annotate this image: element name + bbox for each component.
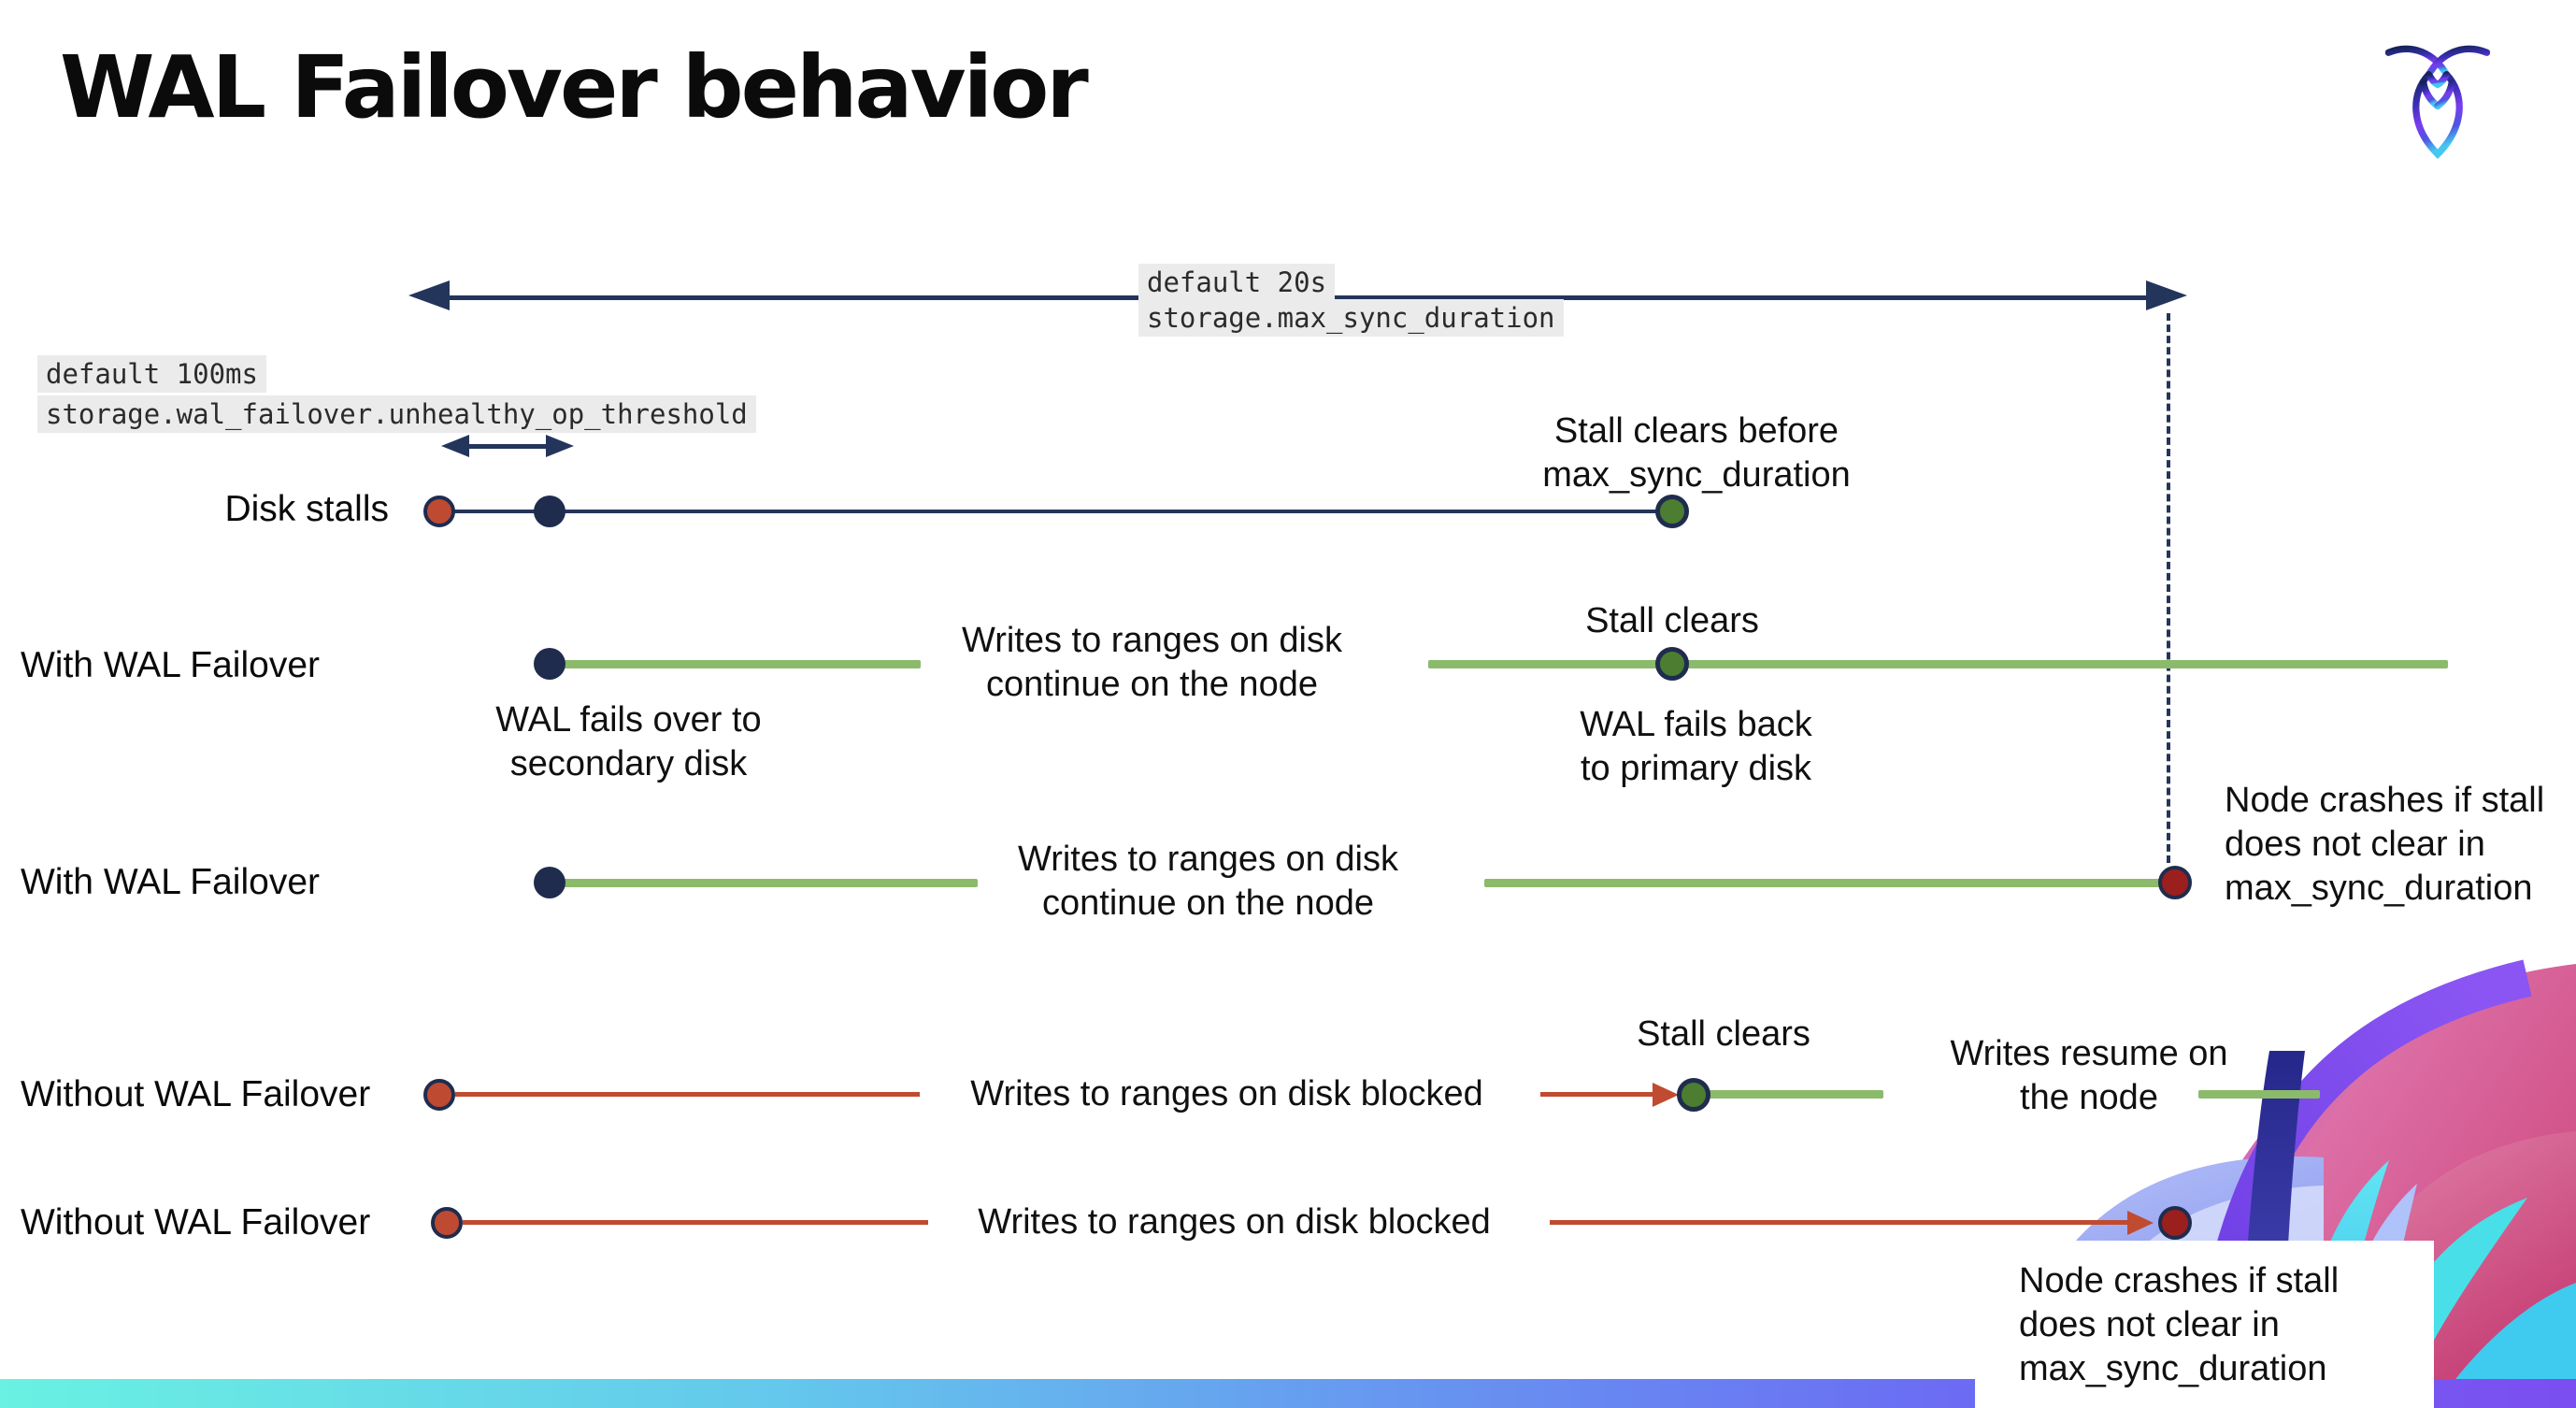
threshold-span-line xyxy=(467,444,548,449)
writes-resume-line-row4a xyxy=(1703,1090,1883,1099)
annotation-wal-fails-back: WAL fails back to primary disk xyxy=(1580,705,1812,788)
writes-continue-line-row2b xyxy=(1428,660,1664,668)
max-sync-deadline-dashed-line xyxy=(2167,313,2170,863)
node-crash-marker-row5 xyxy=(2158,1206,2192,1240)
writes-continue-line-row3b xyxy=(1484,879,2161,887)
annotation-node-crashes-bottom: Node crashes if stall does not clear in … xyxy=(2019,1261,2340,1388)
node-crash-marker-row3 xyxy=(2158,866,2192,899)
row-label-disk-stalls: Disk stalls xyxy=(224,489,389,529)
writes-resume-line-row4b xyxy=(2198,1090,2320,1099)
failover-marker-row3 xyxy=(534,867,565,898)
max-sync-setting-label: storage.max_sync_duration xyxy=(1138,299,1564,337)
annotation-writes-blocked-1: Writes to ranges on disk blocked xyxy=(970,1074,1483,1113)
disk-stall-start-marker xyxy=(423,496,455,527)
cockroachdb-logo-icon xyxy=(2385,45,2490,160)
annotation-stall-clears-mid: Stall clears xyxy=(1585,601,1759,640)
annotation-stall-clears-without: Stall clears xyxy=(1637,1014,1810,1054)
annotation-writes-continue-1: Writes to ranges on disk continue on the… xyxy=(962,621,1342,704)
page-title: WAL Failover behavior xyxy=(60,37,1089,137)
writes-blocked-line-row4b xyxy=(1540,1092,1653,1097)
writes-blocked-line-row5b xyxy=(1550,1220,2127,1225)
row-label-without-wal-failover-1: Without WAL Failover xyxy=(21,1074,371,1114)
writes-blocked-line-row5a xyxy=(463,1220,928,1225)
writes-blocked-line-row4a xyxy=(455,1092,920,1097)
stall-clears-marker-row2 xyxy=(1655,647,1689,681)
failover-marker-row2 xyxy=(534,648,565,680)
writes-continue-line-row3a xyxy=(551,879,978,887)
max-sync-arrowhead-left xyxy=(408,280,450,310)
blocked-arrowhead-row4 xyxy=(1653,1083,1679,1107)
annotation-stall-clears-before: Stall clears before max_sync_duration xyxy=(1542,411,1851,495)
row-label-without-wal-failover-2: Without WAL Failover xyxy=(21,1202,371,1243)
annotation-wal-fails-over: WAL fails over to secondary disk xyxy=(495,700,762,783)
unhealthy-op-setting-label: storage.wal_failover.unhealthy_op_thresh… xyxy=(37,395,756,433)
annotation-writes-resume: Writes resume on the node xyxy=(1950,1034,2228,1117)
stall-start-marker-row5 xyxy=(431,1207,463,1239)
annotation-writes-blocked-2: Writes to ranges on disk blocked xyxy=(978,1202,1491,1242)
writes-continue-line-row2c xyxy=(1681,660,2448,668)
annotation-writes-continue-2: Writes to ranges on disk continue on the… xyxy=(1018,840,1398,923)
stall-start-marker-row4 xyxy=(423,1079,455,1111)
writes-continue-line-row2a xyxy=(551,660,921,668)
threshold-arrowhead-left xyxy=(441,435,469,457)
max-sync-arrowhead-right xyxy=(2146,280,2187,310)
blocked-arrowhead-row5 xyxy=(2127,1211,2154,1235)
stall-clears-marker-row1 xyxy=(1655,495,1689,528)
disk-stalls-timeline xyxy=(439,510,1672,513)
row-label-with-wal-failover-2: With WAL Failover xyxy=(21,862,320,902)
max-sync-default-label: default 20s xyxy=(1138,264,1336,301)
unhealthy-op-default-label: default 100ms xyxy=(37,355,266,393)
stall-clears-marker-row4 xyxy=(1677,1078,1710,1112)
threshold-arrowhead-right xyxy=(546,435,574,457)
node-crash-note-card: Node crashes if stall does not clear in … xyxy=(1975,1241,2434,1408)
threshold-reached-marker xyxy=(534,496,565,527)
row-label-with-wal-failover-1: With WAL Failover xyxy=(21,645,320,685)
annotation-node-crashes-top: Node crashes if stall does not clear in … xyxy=(2225,781,2545,908)
